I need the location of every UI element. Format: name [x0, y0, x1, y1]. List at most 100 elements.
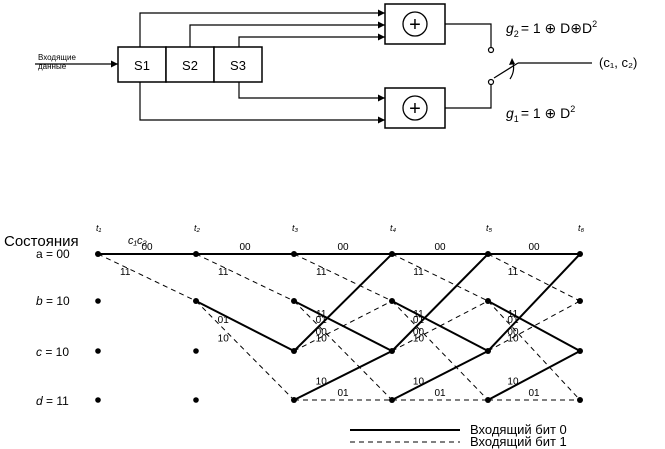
- trellis-node-c-t4: [389, 348, 395, 354]
- trellis-branch-label: 01: [507, 315, 519, 326]
- trellis-branch-label: 01: [316, 315, 328, 326]
- trellis-branch-label: 00: [413, 327, 425, 338]
- tap-arrowhead: [378, 94, 385, 102]
- trellis-node-a-t5: [485, 251, 491, 257]
- trellis-nodes: [95, 251, 583, 403]
- time-label-t6: t₆: [578, 223, 585, 233]
- tap-s1-to-g1: [139, 82, 385, 121]
- tap-arrowhead: [378, 116, 385, 124]
- trellis-branch-label: 11: [413, 309, 424, 320]
- trellis-branch-label: 10: [507, 376, 519, 387]
- state-labels: a = 00 b = 10 c = 10 d = 11: [36, 247, 199, 408]
- trellis-branch-label: 01: [434, 388, 446, 399]
- trellis-node-a-t6: [577, 251, 583, 257]
- trellis-branch-label: 11: [120, 267, 131, 278]
- trellis-branch-label: 01: [528, 388, 540, 399]
- trellis-branch-a4-b5: [487, 253, 581, 302]
- trellis-branch-label: 11: [316, 267, 327, 278]
- trellis-branch-b2-d3: [293, 300, 393, 401]
- trellis-node-a-t3: [291, 251, 297, 257]
- input-label-line1: Входящие: [38, 53, 76, 62]
- trellis-branch-a0-b1: [97, 253, 197, 302]
- time-labels: t₁ t₂ t₃ t₄ t₅ t₆: [96, 223, 585, 233]
- time-label-t2: t₂: [194, 223, 201, 233]
- shift-register: S1 S2 S3: [117, 46, 263, 83]
- register-s2: [165, 46, 215, 83]
- adder-g1-plus: +: [409, 98, 421, 120]
- trellis-branch-c3-a4: [391, 253, 489, 352]
- trellis-node-d-t6: [577, 397, 583, 403]
- trellis-branch-label: 11: [508, 309, 519, 320]
- trellis-branch-label: 11: [413, 267, 424, 278]
- trellis-branch-label: 01: [337, 388, 349, 399]
- tap-s3-to-g2: [238, 36, 385, 47]
- trellis-edges: [97, 253, 581, 401]
- register-s3: [213, 46, 263, 83]
- state-label-a: a = 00: [36, 247, 70, 261]
- encoder-diagram: Входящие данные S1 S2 S3 + +: [35, 3, 637, 129]
- trellis-branch-d3-c4: [391, 350, 489, 401]
- trellis-node-d-t4: [389, 397, 395, 403]
- state-label-c: c = 10: [36, 345, 69, 359]
- g1-equation: g1= 1 ⊕ D2: [506, 104, 575, 124]
- states-header: Состояния: [4, 233, 79, 250]
- trellis-branch-label: 10: [507, 334, 519, 345]
- legend-dashed-label: Входящий бит 1: [470, 434, 567, 449]
- input-label-line2: данные: [38, 62, 67, 71]
- switch-contact-bottom: [487, 78, 495, 86]
- state-marker-c: [95, 348, 101, 354]
- trellis-branch-d4-c5: [487, 350, 581, 401]
- state-marker-c-t2: [193, 348, 199, 354]
- trellis-branch-label: 10: [218, 334, 230, 345]
- state-marker-d-t2: [193, 397, 199, 403]
- trellis-node-b-t2: [193, 298, 199, 304]
- trellis-branch-label: 00: [434, 242, 446, 253]
- tap-s3-to-g1: [238, 82, 385, 99]
- trellis-node-b-t5: [485, 298, 491, 304]
- adder-g1: +: [384, 87, 446, 129]
- trellis-edge-labels: 0011001101100011011011001001001101101100…: [120, 242, 540, 399]
- c1c2-header: c₁c₂: [128, 235, 147, 247]
- trellis-branch-a3-b4: [391, 253, 489, 302]
- tap-s2-to-g2: [189, 24, 385, 47]
- adder-g2-circle: [402, 11, 428, 37]
- state-marker-d: [95, 397, 101, 403]
- trellis-branch-a2-b3: [293, 253, 393, 302]
- trellis-branch-label: 01: [413, 315, 425, 326]
- trellis-branch-label: 10: [316, 376, 328, 387]
- trellis-branch-b4-c5: [487, 300, 581, 352]
- trellis-branch-label: 11: [508, 267, 519, 278]
- switch-contact-top: [487, 46, 495, 54]
- trellis-branch-label: 11: [218, 267, 229, 278]
- state-label-b: b = 10: [36, 294, 70, 308]
- tap-arrowhead: [378, 33, 385, 41]
- trellis-branch-label: 00: [141, 242, 153, 253]
- trellis-branch-b1-c2: [195, 300, 295, 352]
- register-s2-label: S2: [182, 58, 198, 73]
- trellis-branch-label: 01: [218, 315, 230, 326]
- legend-solid-label: Входящий бит 0: [470, 422, 567, 437]
- trellis-branch-label: 11: [316, 309, 327, 320]
- trellis-branch-label: 00: [316, 327, 328, 338]
- input-arrowhead: [111, 60, 118, 68]
- state-marker-b: [95, 298, 101, 304]
- trellis-branch-b4-d5: [487, 300, 581, 401]
- trellis-node-d-t3: [291, 397, 297, 403]
- adder-g1-circle: [402, 95, 428, 121]
- trellis-branch-c3-b4: [391, 300, 489, 352]
- trellis-node-c-t3: [291, 348, 297, 354]
- trellis-node-d-t5: [485, 397, 491, 403]
- legend: Входящий бит 0 Входящий бит 1: [350, 422, 567, 449]
- trellis-branch-label: 10: [316, 334, 328, 345]
- trellis-branch-c4-a5: [487, 253, 581, 352]
- trellis-branch-label: 10: [413, 334, 425, 345]
- trellis-branch-b1-d2: [195, 300, 295, 401]
- trellis-branch-c2-a3: [293, 253, 393, 352]
- trellis-node-b-t3: [291, 298, 297, 304]
- trellis-branch-c2-b3: [293, 300, 393, 352]
- trellis-branch-label: 00: [507, 327, 519, 338]
- trellis-node-a-t2: [193, 251, 199, 257]
- g2-equation: g2= 1 ⊕ D⊕D2: [506, 19, 597, 39]
- commutator-arm: [493, 62, 519, 79]
- trellis-diagram: Состояния c₁c₂ t₁ t₂ t₃ t₄ t₅ t₆ a = 00 …: [4, 223, 585, 449]
